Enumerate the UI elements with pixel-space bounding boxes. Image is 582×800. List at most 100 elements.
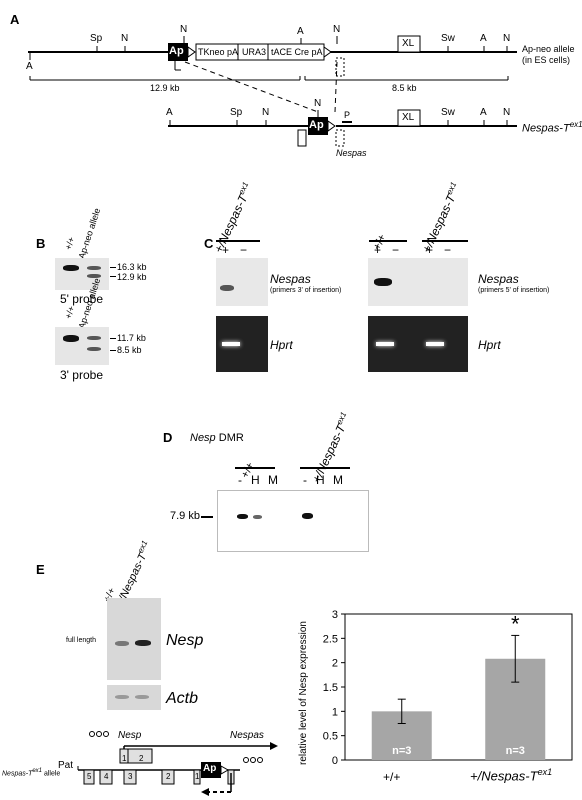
c-mark-plus-2: + bbox=[374, 243, 382, 257]
site-n-right-top: N bbox=[333, 24, 341, 35]
site-n-top: N bbox=[121, 33, 129, 44]
cassette-ura3: URA3 bbox=[242, 47, 267, 57]
c-right-hprt-label: Hprt bbox=[478, 338, 501, 352]
cassette-tace-cre: tACE Cre pA bbox=[271, 47, 323, 57]
e-exon-4: 4 bbox=[104, 772, 109, 781]
ap-label-bottom: Ap bbox=[309, 119, 324, 131]
d-size-marker bbox=[201, 516, 213, 518]
c-left-hprt-gel bbox=[216, 316, 268, 372]
southern-blot-5prime bbox=[55, 258, 109, 290]
c-left-bracket bbox=[216, 240, 260, 242]
site-a-cassette: A bbox=[297, 26, 304, 37]
chart-xtick-mut: +/Nespas-Tex1 bbox=[470, 767, 553, 784]
probe-3prime-label: 3' probe bbox=[60, 368, 103, 382]
c-mark-plus-3: + bbox=[426, 243, 434, 257]
e-exon-2: 2 bbox=[166, 772, 171, 781]
c-mark-minus-3: − bbox=[444, 243, 452, 257]
c-right-nespas-blot bbox=[368, 258, 468, 306]
e-exon-1-top: 1 bbox=[122, 754, 127, 763]
band-11kb: 11.7 kb bbox=[117, 333, 146, 343]
e-map-allele: Nespas-Tex1 allele bbox=[2, 768, 61, 778]
site-sp-bottom: Sp bbox=[230, 107, 243, 118]
c-mark-plus-1: + bbox=[222, 243, 230, 257]
chart-ylabel: relative level of Nesp expression bbox=[298, 621, 309, 765]
site-n-bottom: N bbox=[262, 107, 270, 118]
d-lane-2: H bbox=[251, 473, 260, 487]
e-actb-label: Actb bbox=[166, 690, 199, 707]
band-8kb: 8.5 kb bbox=[117, 345, 142, 355]
n-label: n=3 bbox=[506, 745, 525, 757]
c-left-nespas-blot bbox=[216, 258, 268, 306]
e-exon-5: 5 bbox=[87, 772, 92, 781]
band-marker-16 bbox=[110, 267, 116, 268]
allele-sub-top: (in ES cells) bbox=[522, 55, 571, 65]
p-label: P bbox=[344, 110, 351, 120]
site-sp-top: Sp bbox=[90, 33, 103, 44]
site-n-far-top: N bbox=[503, 33, 511, 44]
c-right-nespas-label: Nespas bbox=[478, 272, 519, 286]
site-a-right-top: A bbox=[480, 33, 487, 44]
c-left-nespas-label: Nespas bbox=[270, 272, 311, 286]
d-size-label: 7.9 kb bbox=[170, 510, 200, 522]
c-right-hprt-gel bbox=[368, 316, 468, 372]
d-title: Nesp DMR bbox=[190, 432, 244, 444]
y-tick-label: 2.5 bbox=[323, 633, 338, 645]
n-label: n=3 bbox=[392, 745, 411, 757]
fragment-left: 12.9 kb bbox=[150, 83, 180, 93]
band-marker-12 bbox=[110, 276, 116, 277]
site-n-ap: N bbox=[180, 24, 188, 35]
ap-label-top: Ap bbox=[169, 45, 184, 57]
panel-a-map bbox=[28, 35, 517, 147]
site-n-far-bottom: N bbox=[503, 107, 511, 118]
e-nesp-northern bbox=[107, 598, 161, 680]
e-nesp-label: Nesp bbox=[166, 632, 204, 649]
d-lane-5: H bbox=[316, 473, 325, 487]
b-lane-wt: +/+ bbox=[63, 235, 77, 252]
c-left-primer: (primers 3' of insertion) bbox=[270, 287, 342, 294]
d-lane-1: - bbox=[238, 473, 242, 487]
site-a-top-low: A bbox=[26, 61, 33, 72]
e-actb-northern bbox=[107, 685, 161, 710]
d-lane-4: - bbox=[303, 473, 307, 487]
d-bracket-mut bbox=[300, 467, 350, 469]
e-full-length: full length bbox=[66, 637, 96, 644]
cassette-tkneo: TKneo pA bbox=[198, 47, 239, 57]
probe-5prime-label: 5' probe bbox=[60, 292, 103, 306]
band-16kb: 16.3 kb bbox=[117, 262, 147, 272]
y-tick-label: 1.5 bbox=[323, 682, 338, 694]
y-tick-label: 2 bbox=[332, 658, 338, 670]
e-map-nespas: Nespas bbox=[230, 730, 264, 741]
e-exon-3: 3 bbox=[128, 772, 133, 781]
e-map-pat: Pat bbox=[58, 760, 74, 771]
band-marker-8 bbox=[110, 350, 116, 351]
xl-label-top: XL bbox=[402, 38, 415, 49]
y-tick-label: 3 bbox=[332, 609, 338, 621]
d-lane-3: M bbox=[268, 473, 278, 487]
c-mark-minus-1: − bbox=[240, 243, 248, 257]
site-a-right-bottom: A bbox=[480, 107, 487, 118]
panel-letter-d: D bbox=[163, 430, 173, 445]
panel-letter-b: B bbox=[36, 236, 46, 251]
southern-blot-3prime bbox=[55, 327, 109, 365]
d-bracket-wt bbox=[235, 467, 275, 469]
nespas-label-map: Nespas bbox=[336, 148, 367, 158]
b-lane-wt-2: +/+ bbox=[63, 304, 77, 321]
y-tick-label: 0 bbox=[332, 755, 338, 767]
y-tick-label: 1 bbox=[332, 706, 338, 718]
c-right-bracket-mut bbox=[422, 240, 468, 242]
panel-letter-e: E bbox=[36, 562, 45, 577]
c-mark-minus-2: − bbox=[392, 243, 400, 257]
significance-mark: * bbox=[511, 611, 520, 636]
site-n-ap-bottom: N bbox=[314, 98, 322, 109]
e-exon-1: 1 bbox=[195, 772, 200, 781]
band-marker-11 bbox=[110, 338, 116, 339]
fragment-right: 8.5 kb bbox=[392, 83, 417, 93]
e-map-ap: Ap bbox=[203, 763, 217, 774]
site-sw-top: Sw bbox=[441, 33, 455, 44]
site-sw-bottom: Sw bbox=[441, 107, 455, 118]
c-right-primer: (primers 5' of insertion) bbox=[478, 287, 550, 294]
xl-label-bottom: XL bbox=[402, 112, 415, 123]
allele-name-top: Ap-neo allele bbox=[522, 44, 575, 54]
panel-letter-c: C bbox=[204, 236, 214, 251]
